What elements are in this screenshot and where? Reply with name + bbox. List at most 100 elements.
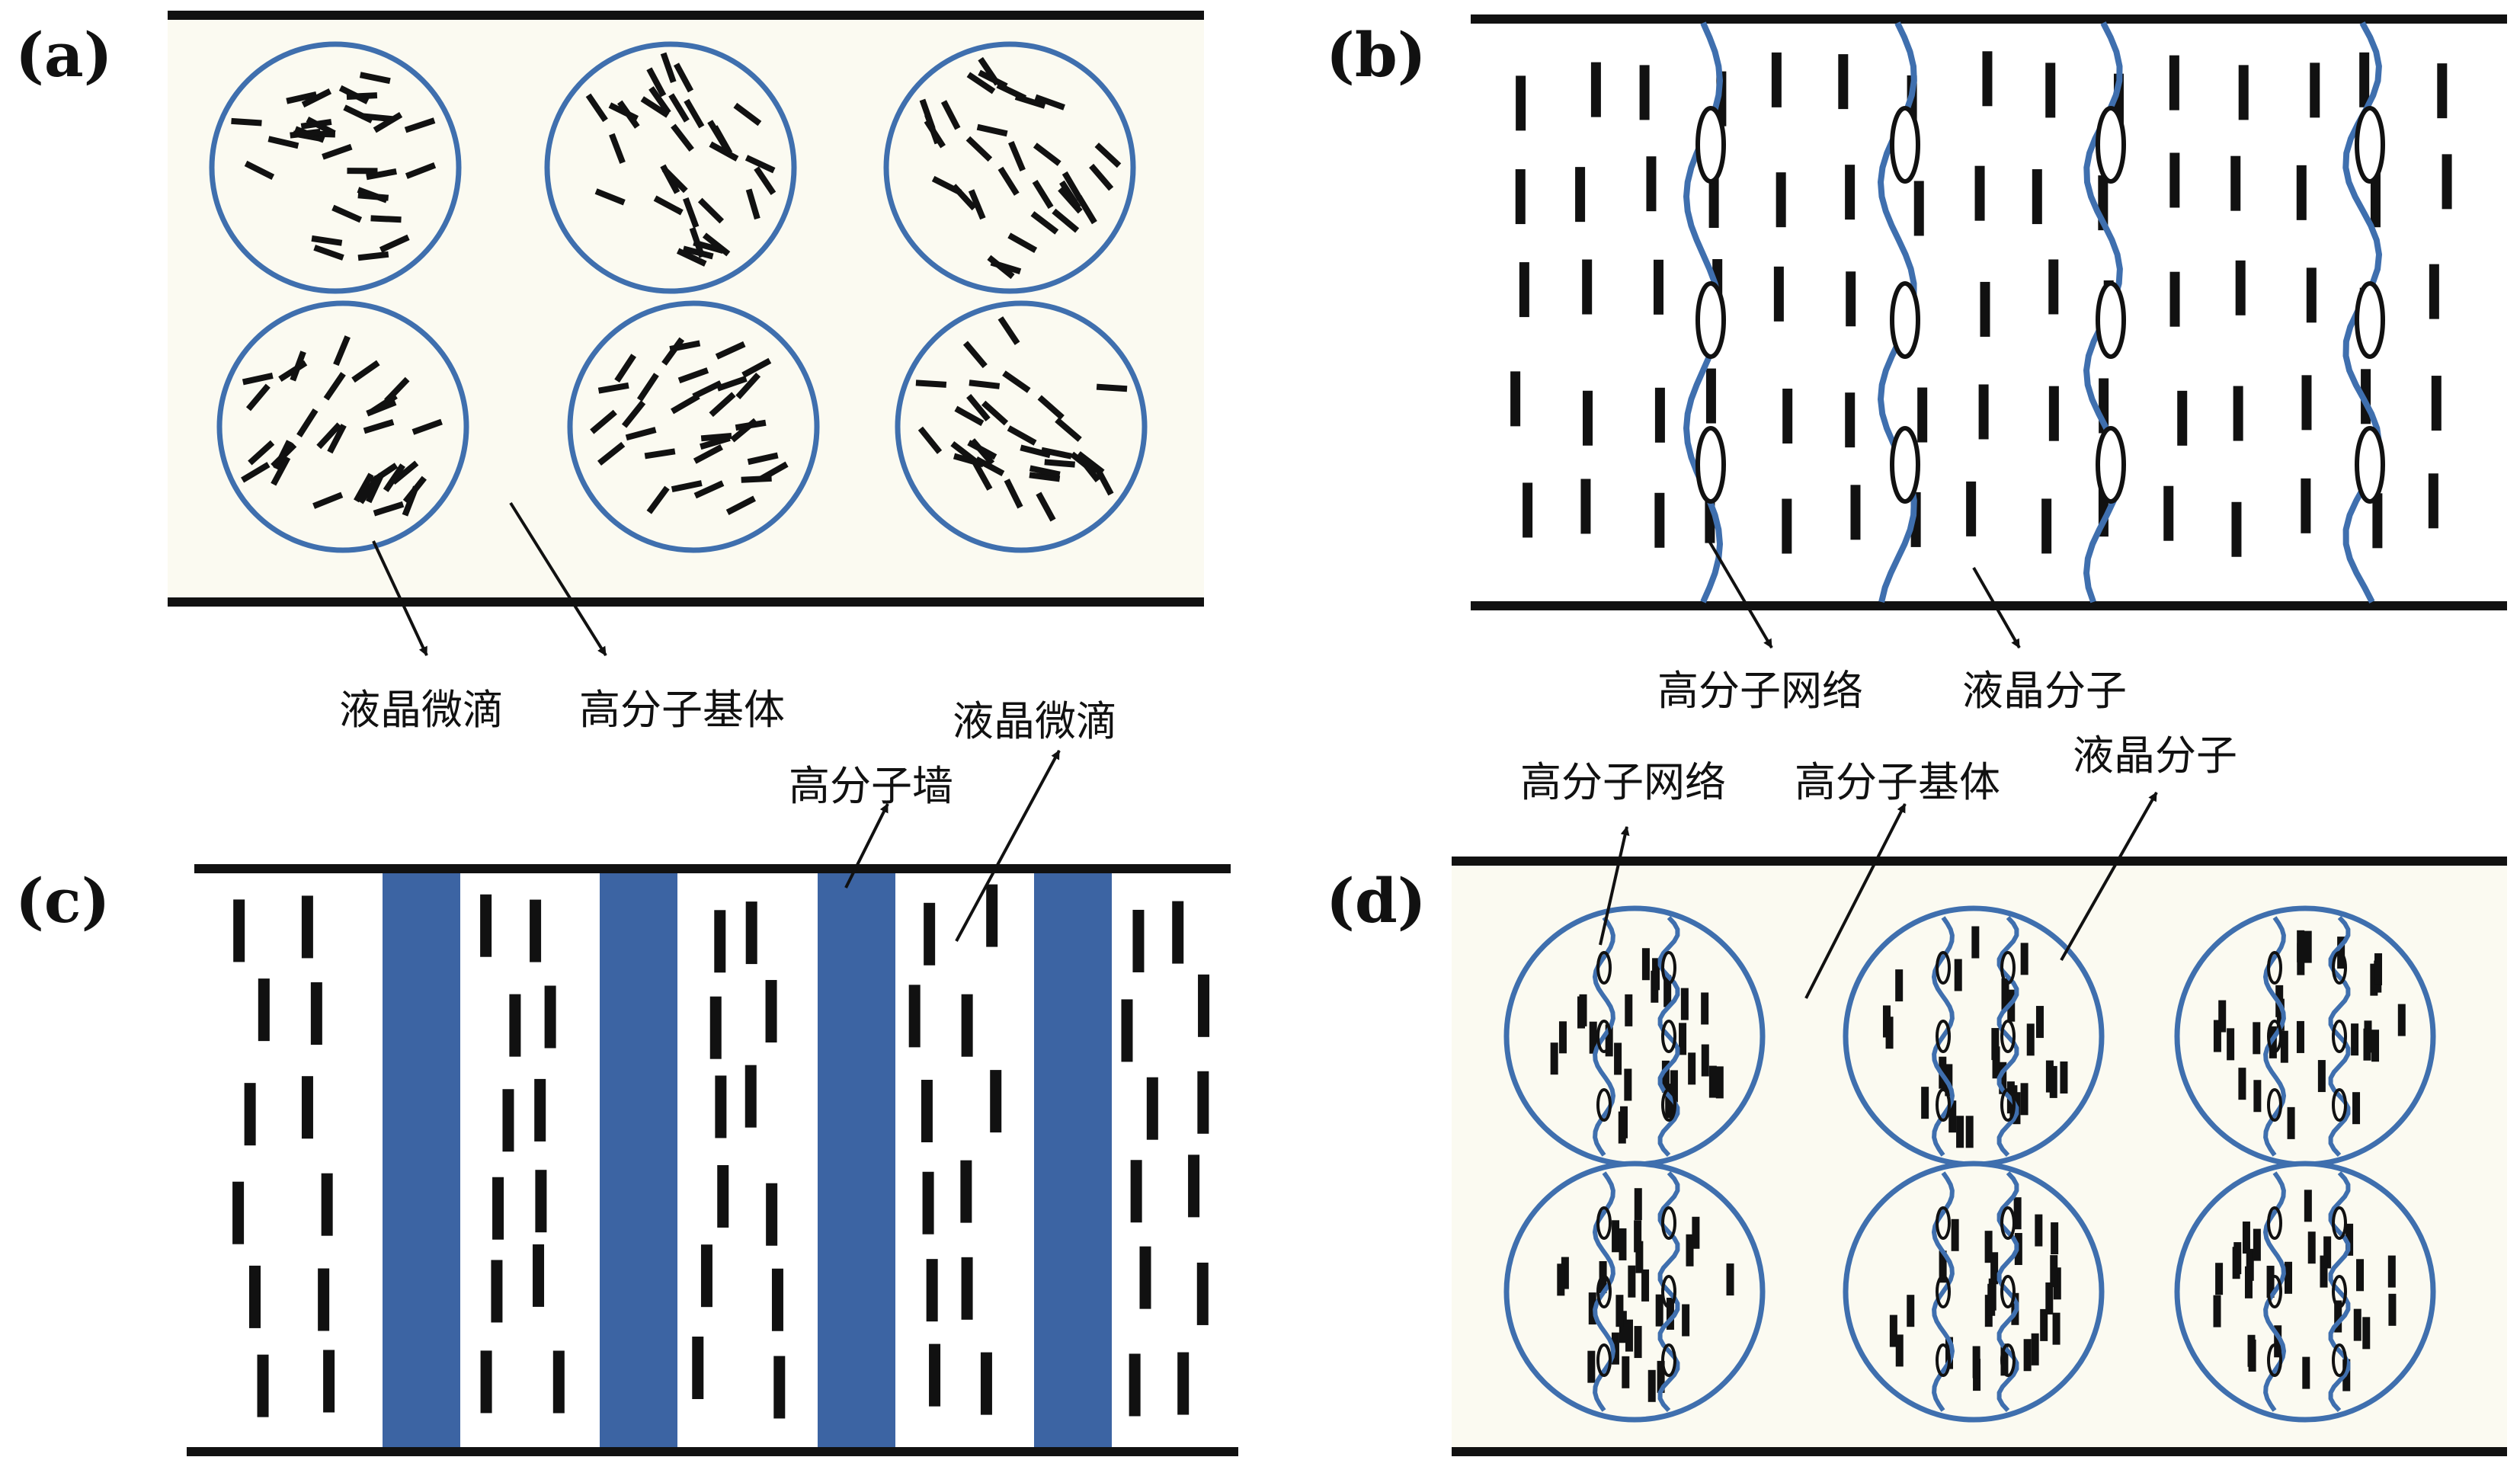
lc-molecule — [709, 392, 736, 418]
lc-molecule — [2035, 1006, 2044, 1039]
network-node — [2332, 1020, 2347, 1053]
network-node — [1661, 951, 1676, 985]
lc-molecule — [2310, 62, 2320, 118]
lc-molecule — [2031, 1333, 2039, 1366]
lc-molecule — [2442, 154, 2452, 210]
lc-molecule — [1641, 1269, 1650, 1302]
lc-molecule — [1014, 94, 1046, 109]
lc-molecule — [323, 372, 346, 401]
lc-molecule — [1077, 454, 1101, 483]
network-node — [2000, 1275, 2016, 1308]
lc-molecule — [1583, 390, 1593, 446]
lc-molecule — [1634, 1220, 1642, 1253]
lc-molecule — [981, 400, 1009, 426]
lc-molecule — [248, 440, 275, 466]
lc-molecule — [1625, 994, 1633, 1026]
lc-molecule — [379, 234, 410, 253]
network-node — [1695, 106, 1726, 184]
lc-molecule — [693, 480, 725, 499]
network-node — [2000, 1343, 2016, 1377]
lc-molecule — [969, 379, 1001, 389]
lc-molecule — [1588, 1292, 1596, 1325]
lc-molecule — [1954, 959, 1962, 991]
lc-molecule — [1984, 1231, 1993, 1263]
polymer-network-strand — [1931, 916, 1955, 1157]
lc-molecule — [990, 1070, 1002, 1133]
lc-molecule — [1129, 1353, 1141, 1417]
lc-molecule — [1044, 459, 1075, 468]
lc-molecule — [636, 373, 659, 402]
network-node — [1890, 426, 1920, 504]
network-node — [1596, 1343, 1612, 1377]
panel-b: (b) 高分子网络 液晶分子 — [1326, 14, 2507, 715]
lc-molecule — [1130, 1160, 1142, 1223]
lc-molecule — [1089, 163, 1114, 191]
lc-molecule — [990, 259, 1022, 275]
lc-molecule — [590, 409, 617, 434]
lc-molecule — [1625, 1319, 1633, 1352]
arrow-matrix-d — [1804, 803, 1907, 999]
lc-molecule — [1701, 992, 1709, 1025]
lc-molecule — [1561, 1257, 1569, 1289]
lc-molecule — [1708, 1065, 1717, 1098]
lc-molecule — [968, 189, 986, 220]
lc-molecule — [1575, 167, 1586, 223]
droplets-a — [209, 41, 1148, 553]
lc-molecule — [1907, 1295, 1915, 1327]
lc-molecule — [1666, 1297, 1674, 1330]
network-node — [2355, 281, 2385, 359]
lc-molecule — [2437, 63, 2448, 119]
lc-molecule — [1646, 156, 1657, 212]
lc-molecule — [2374, 953, 2383, 985]
lc-molecule — [257, 1354, 269, 1417]
lc-molecule — [1059, 180, 1081, 210]
lc-droplet — [895, 300, 1148, 553]
lc-molecule — [244, 160, 275, 181]
lc-molecule — [648, 86, 671, 115]
network-node — [2267, 951, 2282, 985]
lc-molecule — [754, 166, 776, 196]
polymer-wall — [383, 873, 460, 1447]
lc-molecule — [2235, 260, 2246, 315]
lc-molecule — [1580, 479, 1591, 534]
lc-molecule — [1913, 181, 1924, 236]
lc-molecule — [661, 167, 688, 194]
lc-molecule — [1682, 1304, 1690, 1337]
arrow-matrix-a — [509, 501, 607, 657]
lc-molecule — [2233, 386, 2243, 441]
network-node — [1890, 106, 1920, 184]
lc-molecule — [1055, 417, 1082, 442]
lc-molecule — [244, 1083, 256, 1146]
lc-molecule — [318, 1268, 330, 1331]
lc-molecule — [585, 93, 608, 123]
lc-droplet — [1503, 905, 1766, 1167]
lc-molecule — [915, 379, 947, 388]
lc-molecule — [2051, 1222, 2059, 1255]
lc-molecule — [924, 902, 936, 965]
lc-molecule — [1198, 974, 1210, 1037]
network-node — [2267, 1020, 2282, 1053]
network-node — [1695, 281, 1726, 359]
lc-molecule — [2253, 1228, 2261, 1261]
lc-molecule — [1197, 1071, 1209, 1134]
lc-molecule — [1661, 1060, 1670, 1093]
lc-molecule — [1029, 472, 1061, 482]
network-node — [2267, 1088, 2282, 1122]
network-node — [1596, 1206, 1612, 1240]
lc-molecule — [716, 376, 748, 392]
network-node — [1890, 281, 1920, 359]
polymer-network-strand — [2328, 915, 2351, 1158]
lc-molecule — [502, 1089, 514, 1152]
label-lc-molecule-d: 液晶分子 — [2073, 732, 2237, 780]
lc-molecule — [646, 67, 667, 98]
network-node — [2000, 951, 2016, 985]
lc-molecule — [1846, 271, 1856, 327]
lc-molecule — [1612, 1220, 1620, 1253]
lc-molecule — [735, 372, 761, 400]
network-node — [1661, 1206, 1676, 1240]
lc-molecule — [976, 123, 1008, 137]
lc-molecule — [2045, 62, 2056, 118]
lc-molecule — [2304, 930, 2312, 963]
lc-molecule — [2359, 52, 2370, 107]
lc-molecule — [640, 96, 670, 118]
